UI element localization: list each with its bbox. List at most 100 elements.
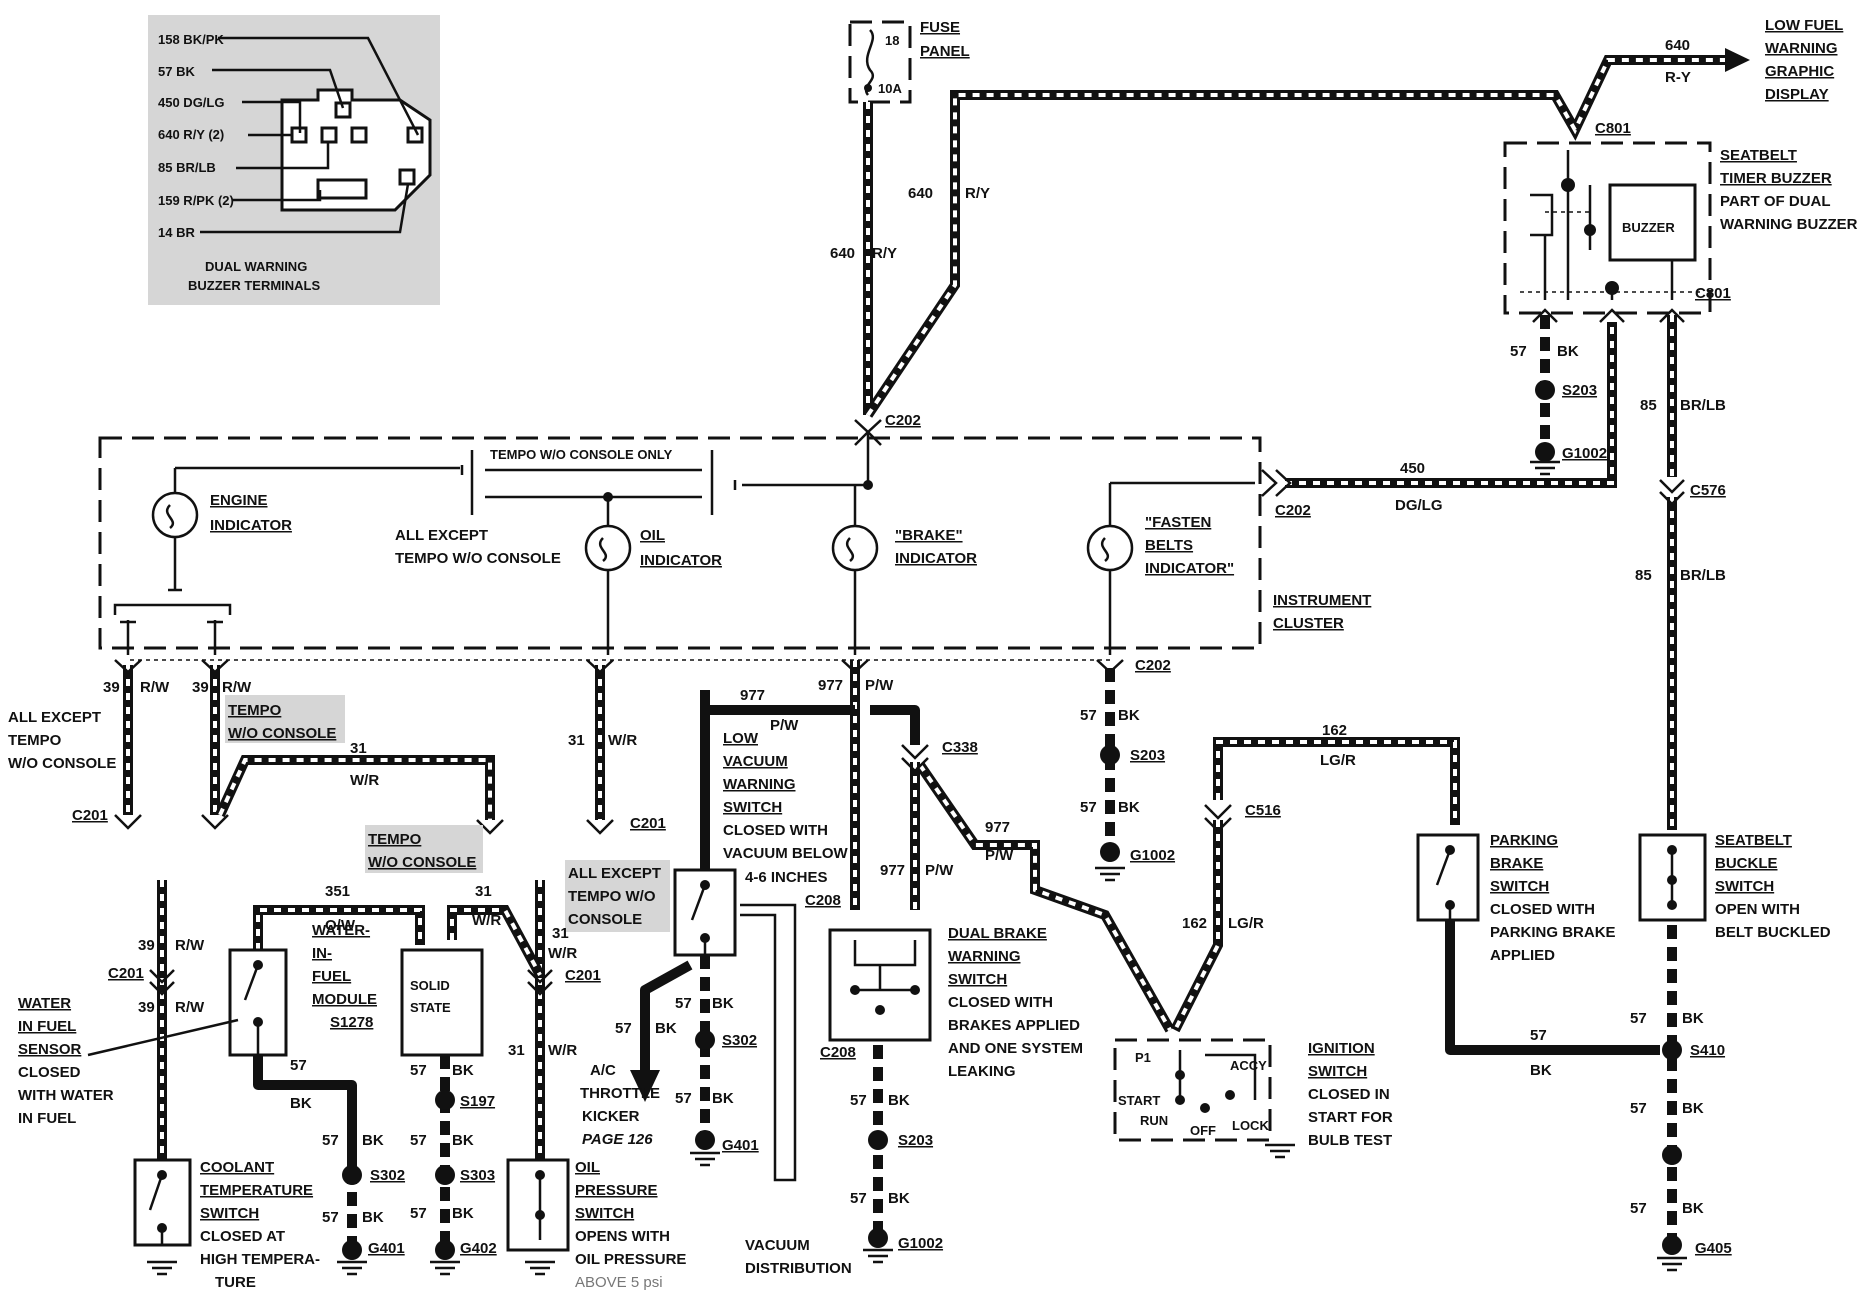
wire-color: W/R [472,912,501,929]
splice-label: S203 [1130,747,1165,764]
buzzer-connector-legend: 158 BK/PK 57 BK 450 DG/LG 640 R/Y (2) 85… [148,15,440,305]
connector-chevrons [114,308,1685,996]
wire-color: BK [888,1190,910,1207]
tempo-note: TEMPO [368,831,422,848]
connector-label: C516 [1245,802,1281,819]
fasten-belts-label: "FASTEN [1145,514,1211,531]
wire-number: 977 [818,677,843,694]
wire-color: BK [1118,799,1140,816]
ground-label: G1002 [1130,847,1175,864]
ground-label: G401 [368,1240,405,1257]
connector-label: C208 [820,1044,856,1061]
wire-number: 57 [410,1062,427,1079]
connector-label: C208 [805,892,841,909]
fasten-belts-label: BELTS [1145,537,1193,554]
dual-brake-label: AND ONE SYSTEM [948,1040,1083,1057]
ac-kicker-label: THROTTLE [580,1085,660,1102]
wire-color: BK [888,1092,910,1109]
components: SOLID STATE [133,833,1707,1252]
seatbelt-timer-buzzer: BUZZER SEATBELT TIMER BUZZER PART OF DUA… [1503,141,1858,315]
low-fuel-label: GRAPHIC [1765,63,1834,80]
wire-color: DG/LG [1395,497,1443,514]
coolant-label: TEMPERATURE [200,1182,313,1199]
connector-label: C202 [885,412,921,429]
ignition-label: BULB TEST [1308,1132,1392,1149]
low-vacuum-label: SWITCH [723,799,782,816]
wire-number: 31 [568,732,585,749]
tempo-note: W/O CONSOLE [228,725,336,742]
wire-number: 57 [1630,1100,1647,1117]
splice-label: S303 [460,1167,495,1184]
wire-color: W/R [608,732,637,749]
wire-color: BK [1682,1010,1704,1027]
wire-number: 85 [1635,567,1652,584]
water-module-label: MODULE [312,991,377,1008]
arrow-right-icon [1725,48,1750,72]
legend-leaders [200,36,420,234]
parking-brake-label: BRAKE [1490,855,1543,872]
water-sensor-label: IN FUEL [18,1110,76,1127]
wire-color: BK [1118,707,1140,724]
wire-number: 57 [1510,343,1527,360]
low-fuel-label: DISPLAY [1765,86,1829,103]
ignition-switch-box [1113,1038,1272,1142]
wire-number: 57 [615,1020,632,1037]
wire-number: 57 [410,1132,427,1149]
splice-label: S1278 [330,1014,373,1031]
legend-row: 14 BR [158,225,195,240]
all-except-label: TEMPO W/O CONSOLE [395,550,561,567]
low-vacuum-label: LOW [723,730,759,747]
seatbelt-timer-label: WARNING BUZZER [1720,216,1858,233]
water-sensor-label: SENSOR [18,1041,82,1058]
connector-label: C801 [1595,120,1631,137]
wire-color: BK [712,1090,734,1107]
ignition-label: START FOR [1308,1109,1393,1126]
connector-label: C801 [1695,285,1731,302]
wire-number: 85 [1640,397,1657,414]
seatbelt-timer-label: SEATBELT [1720,147,1797,164]
wire-number: 977 [985,819,1010,836]
ignition-label: CLOSED IN [1308,1086,1390,1103]
wire-color: P/W [925,862,954,879]
ignition-position: P1 [1135,1050,1151,1065]
wire-number: 39 [138,999,155,1016]
ignition-position: START [1118,1093,1160,1108]
oil-switch-label: SWITCH [575,1205,634,1222]
tempo-note: TEMPO [228,702,282,719]
fasten-belts-lamp-icon [1086,524,1134,572]
wire-number: 162 [1322,722,1347,739]
all-except-note: ALL EXCEPT [8,709,101,726]
ac-kicker-label: A/C [590,1062,616,1079]
legend-row: 85 BR/LB [158,160,216,175]
coolant-label: COOLANT [200,1159,274,1176]
dual-brake-label: SWITCH [948,971,1007,988]
low-vacuum-label: 4-6 INCHES [745,869,828,886]
tempo-only-label: TEMPO W/O CONSOLE ONLY [490,447,673,462]
tempo-note-bg [225,695,345,743]
wire-color: W/R [548,945,577,962]
all-except-label: ALL EXCEPT [395,527,488,544]
splice-label: S410 [1690,1042,1725,1059]
engine-indicator-label: INDICATOR [210,517,292,534]
wire-31-tempo [215,755,495,820]
vacuum-hose [740,903,797,1182]
tempo-note-bg [365,825,483,873]
wire-color: R/Y [965,185,990,202]
wire-color: LG/R [1228,915,1264,932]
connector-label: C201 [72,807,108,824]
seatbelt-buckle-label: SEATBELT [1715,832,1792,849]
all-except-note-bg [565,860,670,932]
ground-icons [147,460,1687,1276]
brake-lamp-icon [831,524,879,572]
low-fuel-label: LOW FUEL [1765,17,1843,34]
connector-label: C576 [1690,482,1726,499]
wire-number: 640 [830,245,855,262]
instrument-cluster-label: CLUSTER [1273,615,1344,632]
arrow-down-icon [630,1070,660,1102]
all-except-note: TEMPO W/O [568,888,656,905]
legend-row: 450 DG/LG [158,95,224,110]
dual-brake-label: DUAL BRAKE [948,925,1047,942]
wire-color: P/W [770,717,799,734]
brake-indicator-label: INDICATOR [895,550,977,567]
